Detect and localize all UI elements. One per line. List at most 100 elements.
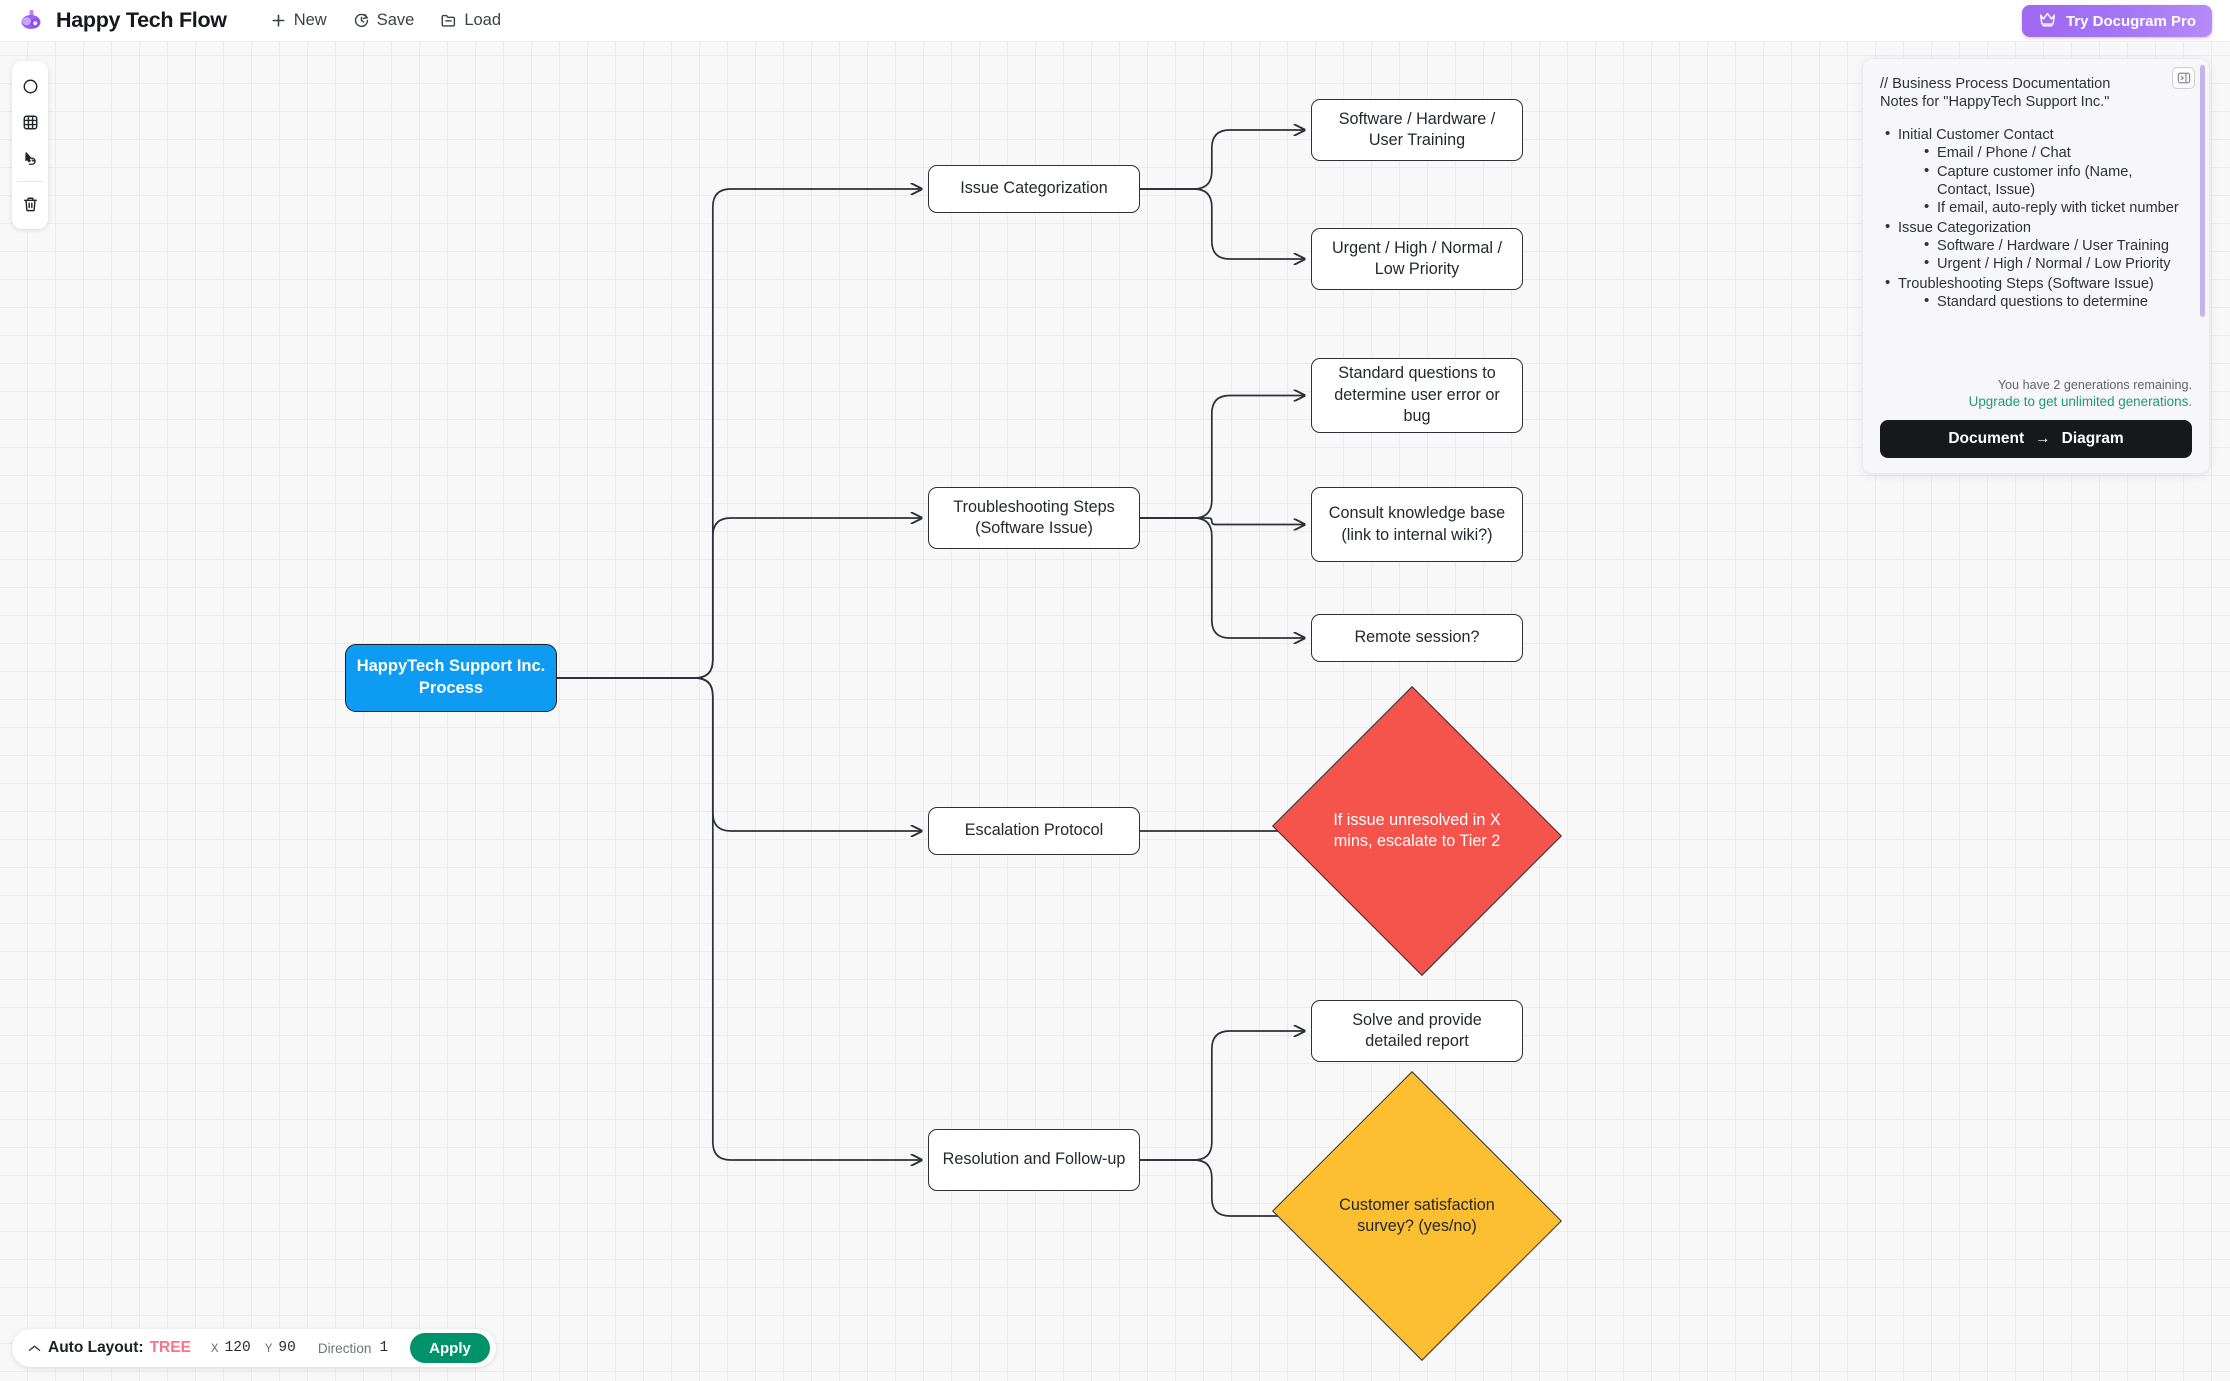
panel-collapse-icon[interactable] — [2172, 67, 2195, 89]
arrow-right-icon: → — [2035, 430, 2051, 447]
diagram-node-esc1[interactable]: If issue unresolved in X mins, escalate … — [1272, 686, 1562, 976]
diagram-node-label: Customer satisfaction survey? (yes/no) — [1339, 1195, 1495, 1235]
load-button-label: Load — [464, 11, 502, 29]
auto-layout-mode[interactable]: TREE — [149, 1339, 191, 1356]
diagram-node-cat1[interactable]: Software / Hardware / User Training — [1311, 99, 1523, 161]
diagram-node-trb2[interactable]: Consult knowledge base (link to internal… — [1311, 487, 1523, 562]
diagram-edge[interactable] — [1140, 517, 1305, 525]
diagram-node-label: Solve and provide detailed report — [1352, 1010, 1482, 1050]
plus-icon — [270, 12, 287, 29]
diagram-node-cat2[interactable]: Urgent / High / Normal / Low Priority — [1311, 228, 1523, 290]
notes-item: Troubleshooting Steps (Software Issue)St… — [1880, 274, 2187, 312]
notes-outline: Initial Customer ContactEmail / Phone / … — [1880, 125, 2187, 312]
diagram-edge[interactable] — [557, 518, 922, 679]
notes-subitem: Software / Hardware / User Training — [1919, 236, 2187, 255]
auto-layout-direction-input[interactable]: 1 — [379, 1340, 389, 1356]
new-button-label: New — [293, 11, 327, 29]
notes-subitem: Email / Phone / Chat — [1919, 143, 2187, 162]
tool-divider — [17, 181, 43, 182]
diagram-edge[interactable] — [1140, 130, 1305, 190]
diagram-node-label: Urgent / High / Normal / Low Priority — [1331, 238, 1503, 278]
diagram-node-label: HappyTech Support Inc. Process — [356, 657, 546, 697]
load-button[interactable]: Load — [429, 5, 512, 36]
save-button[interactable]: Save — [342, 5, 426, 36]
chevron-up-icon[interactable] — [28, 1342, 41, 1355]
auto-layout-x-field: X 120 — [211, 1340, 251, 1356]
diagram-node-root[interactable]: HappyTech Support Inc. Process — [345, 644, 557, 712]
notes-sublist: Email / Phone / ChatCapture customer inf… — [1919, 143, 2187, 218]
diagram-node-label: Issue Categorization — [960, 179, 1108, 198]
diagram-node-cat[interactable]: Issue Categorization — [928, 165, 1140, 213]
diagram-edge[interactable] — [1140, 1031, 1305, 1161]
diagram-edge[interactable] — [1140, 396, 1305, 519]
notes-item-label: Troubleshooting Steps (Software Issue) — [1898, 275, 2154, 292]
docugram-logo-icon — [16, 6, 46, 36]
diagram-node-label: Standard questions to determine user err… — [1334, 364, 1500, 426]
notes-header-line1: // Business Process Documentation — [1880, 76, 2111, 92]
diagram-edge[interactable] — [1140, 188, 1305, 259]
auto-layout-x-label: X — [210, 1340, 219, 1356]
auto-layout-bar: Auto Layout: TREE X 120 Y 90 Direction 1… — [12, 1329, 496, 1367]
diagram-edge[interactable] — [557, 189, 922, 679]
notes-subitem: Standard questions to determine — [1919, 292, 2187, 311]
save-button-label: Save — [376, 11, 415, 29]
diagram-node-res1[interactable]: Solve and provide detailed report — [1311, 1000, 1523, 1062]
diagram-node-trb[interactable]: Troubleshooting Steps (Software Issue) — [928, 487, 1140, 549]
diagram-node-trb3[interactable]: Remote session? — [1311, 614, 1523, 662]
crown-icon — [2038, 10, 2057, 33]
notes-header: // Business Process Documentation Notes … — [1880, 75, 2187, 112]
file-actions: New Save Lo — [259, 5, 512, 36]
notes-item-label: Issue Categorization — [1898, 219, 2032, 236]
folder-icon — [440, 12, 457, 29]
document-to-diagram-button[interactable]: Document → Diagram — [1880, 420, 2192, 458]
notes-text-body[interactable]: // Business Process Documentation Notes … — [1863, 59, 2209, 414]
diagram-node-label: Escalation Protocol — [964, 821, 1104, 840]
doc2diagram-left-label: Document — [1948, 430, 2025, 447]
trash-icon[interactable] — [15, 189, 45, 219]
save-clock-icon — [353, 12, 370, 29]
diagram-node-label: Consult knowledge base (link to internal… — [1328, 504, 1506, 544]
auto-layout-x-input[interactable]: 120 — [224, 1340, 251, 1356]
auto-layout-y-input[interactable]: 90 — [278, 1340, 296, 1356]
diagram-node-res[interactable]: Resolution and Follow-up — [928, 1129, 1140, 1191]
pointer-hand-icon[interactable] — [15, 143, 45, 173]
try-docugram-pro-label: Try Docugram Pro — [2065, 12, 2196, 30]
auto-layout-y-field: Y 90 — [265, 1340, 296, 1356]
diagram-node-label: Troubleshooting Steps (Software Issue) — [953, 497, 1115, 537]
notes-header-line2: Notes for "HappyTech Support Inc." — [1880, 94, 2110, 111]
diagram-node-res2[interactable]: Customer satisfaction survey? (yes/no) — [1272, 1071, 1562, 1361]
diagram-edge[interactable] — [557, 677, 922, 1160]
auto-layout-direction-label: Direction — [317, 1340, 372, 1356]
auto-layout-y-label: Y — [264, 1340, 273, 1356]
diagram-edge[interactable] — [1140, 517, 1305, 638]
doc2diagram-right-label: Diagram — [2061, 430, 2124, 447]
diagram-edge[interactable] — [557, 677, 922, 831]
auto-layout-label: Auto Layout: — [48, 1339, 144, 1356]
diagram-node-label: Software / Hardware / User Training — [1338, 109, 1496, 149]
generations-remaining-text: You have 2 generations remaining. — [1997, 378, 2192, 392]
notes-footer: You have 2 generations remaining. Upgrad… — [1863, 358, 2209, 473]
notes-subitem: If email, auto-reply with ticket number — [1919, 198, 2187, 217]
diagram-node-label: If issue unresolved in X mins, escalate … — [1333, 810, 1501, 850]
tool-rail — [12, 61, 48, 229]
page-title: Happy Tech Flow — [56, 8, 227, 32]
diagram-node-label: Remote session? — [1354, 628, 1480, 647]
notes-subitem: Urgent / High / Normal / Low Priority — [1919, 254, 2187, 273]
notes-sublist: Standard questions to determine — [1919, 292, 2187, 311]
apply-button[interactable]: Apply — [410, 1333, 490, 1363]
diagram-node-esc[interactable]: Escalation Protocol — [928, 807, 1140, 855]
circle-icon[interactable] — [15, 71, 45, 101]
notes-subitem: Capture customer info (Name, Contact, Is… — [1919, 162, 2187, 200]
diagram-node-trb1[interactable]: Standard questions to determine user err… — [1311, 358, 1523, 433]
try-docugram-pro-button[interactable]: Try Docugram Pro — [2021, 5, 2212, 37]
upgrade-link[interactable]: Upgrade to get unlimited generations. — [1968, 394, 2192, 409]
notes-scrollbar[interactable] — [2200, 65, 2205, 317]
notes-item-label: Initial Customer Contact — [1898, 126, 2054, 143]
grid-icon[interactable] — [15, 107, 45, 137]
new-button[interactable]: New — [259, 5, 338, 36]
documentation-notes-panel: // Business Process Documentation Notes … — [1862, 58, 2210, 474]
diagram-node-label: Resolution and Follow-up — [942, 1150, 1126, 1169]
